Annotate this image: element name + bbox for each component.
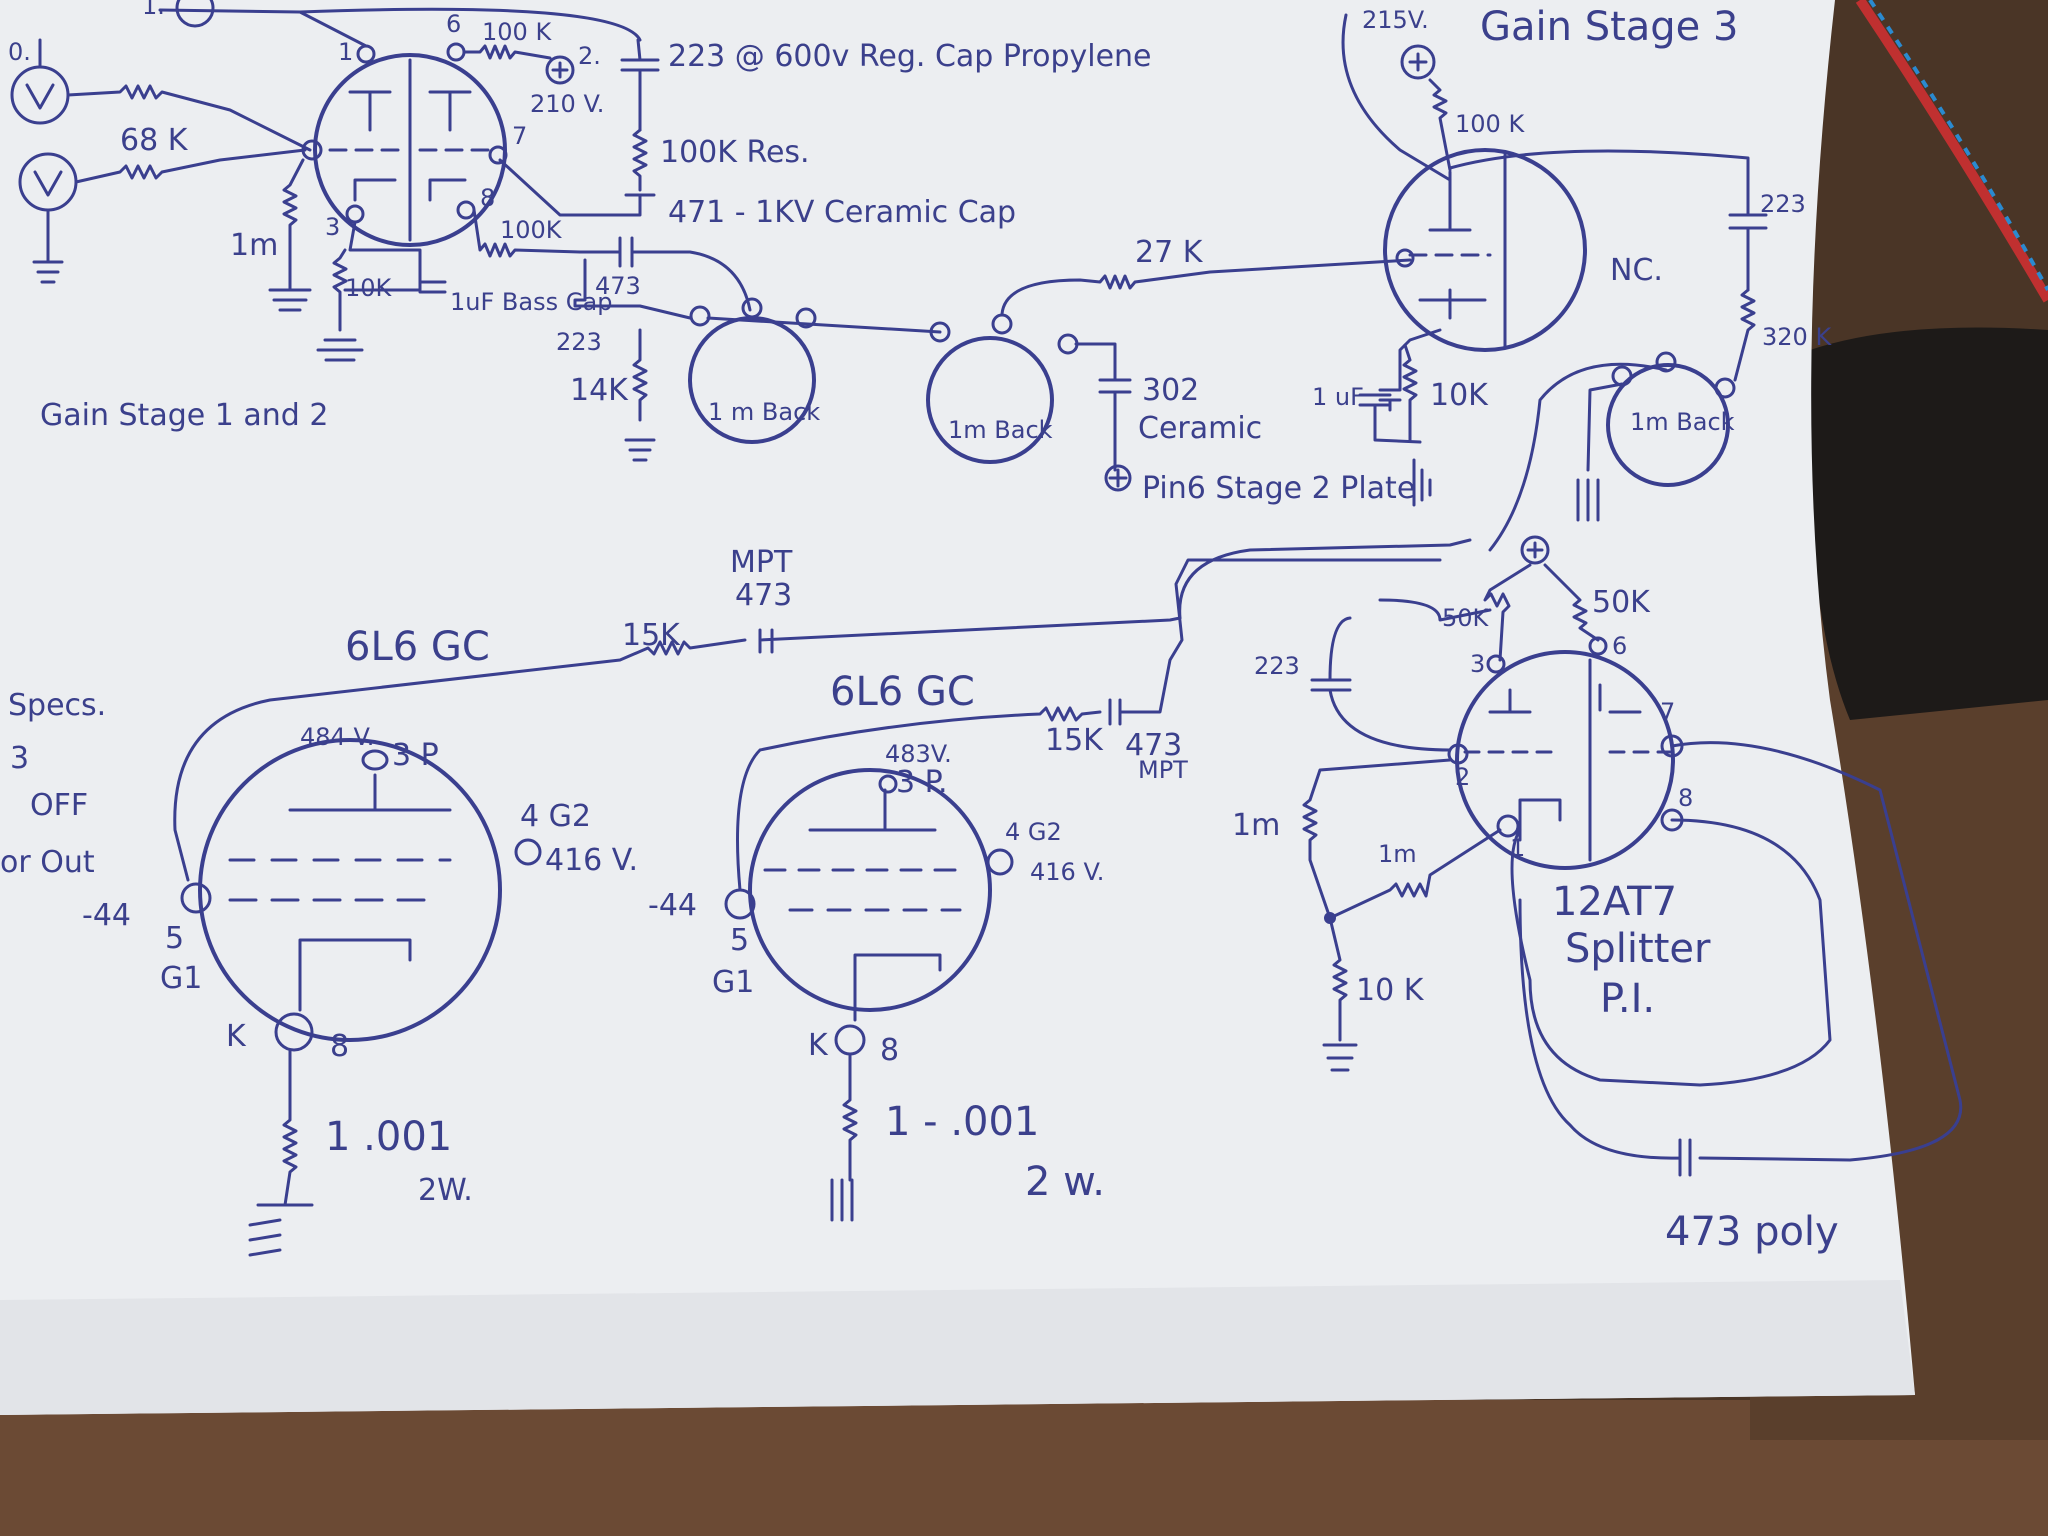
label-pin5-b: 5 bbox=[730, 923, 749, 958]
label-specs-off: OFF bbox=[30, 788, 88, 823]
label-50k-b: 50K bbox=[1592, 585, 1651, 620]
label-223-stage3: 223 bbox=[1760, 190, 1806, 218]
label-3p-b: 3 P. bbox=[896, 765, 948, 800]
label-68k: 68 K bbox=[120, 123, 189, 158]
label-cathode-b-w: 2 w. bbox=[1025, 1159, 1105, 1205]
label-pot-b: 1m Back bbox=[948, 416, 1053, 444]
label-g2-b: 4 G2 bbox=[1005, 818, 1062, 846]
label-specs: Specs. bbox=[8, 688, 106, 723]
label-416v-a: 416 V. bbox=[545, 843, 638, 878]
label-14k: 14K bbox=[570, 373, 629, 408]
power-section bbox=[173, 538, 1472, 1257]
label-pi-pin1: 1 bbox=[1510, 834, 1525, 862]
label-title: Gain Stage 1 and 2 bbox=[40, 398, 328, 433]
label-top-left-1: 1. bbox=[142, 0, 165, 20]
label-302: 302 bbox=[1142, 373, 1199, 408]
label-320k: 320 K bbox=[1762, 323, 1832, 351]
label-483v: 483V. bbox=[885, 740, 952, 768]
label-1uf-bass: 1uF Bass Cap bbox=[450, 288, 612, 316]
cable bbox=[1855, 0, 2048, 303]
label-1m-pi-b: 1m bbox=[1378, 840, 1417, 868]
label-g1-a: G1 bbox=[160, 961, 202, 996]
dark-object bbox=[1808, 327, 2048, 720]
label-pin5-a: 5 bbox=[165, 921, 184, 956]
label-neg44-b: -44 bbox=[648, 888, 697, 923]
label-g2-a: 4 G2 bbox=[520, 799, 591, 834]
label-top-left-0: 0. bbox=[8, 38, 31, 66]
label-416v-b: 416 V. bbox=[1030, 858, 1104, 886]
label-15k-a: 15K bbox=[622, 618, 681, 653]
label-8-a: 8 bbox=[330, 1029, 349, 1064]
label-100k-pin8: 100K bbox=[500, 216, 563, 244]
label-15k-b: 15K bbox=[1045, 723, 1104, 758]
label-pi-pin7: 7 bbox=[1660, 698, 1675, 726]
label-pin6: 6 bbox=[446, 10, 461, 38]
paper-sheet bbox=[0, 0, 1915, 1415]
label-471-note: 471 - 1KV Ceramic Cap bbox=[668, 195, 1016, 230]
label-100k-stage3: 100 K bbox=[1455, 110, 1525, 138]
label-gain-stage-3: Gain Stage 3 bbox=[1480, 4, 1738, 50]
label-10k-pi: 10 K bbox=[1356, 973, 1425, 1008]
label-pin1: 1 bbox=[338, 38, 353, 66]
label-223-a: 223 bbox=[556, 328, 602, 356]
label-k-b: K bbox=[808, 1028, 829, 1063]
wood-strip bbox=[0, 1400, 2048, 1536]
label-210v: 210 V. bbox=[530, 90, 604, 118]
label-215v: 215V. bbox=[1362, 6, 1429, 34]
label-223-note: 223 @ 600v Reg. Cap Propylene bbox=[668, 39, 1152, 74]
label-3p-a: 3 P bbox=[392, 738, 439, 773]
label-100k-pin6: 100 K bbox=[482, 18, 552, 46]
label-pot-c: 1m Back bbox=[1630, 408, 1735, 436]
label-pi-pin6: 6 bbox=[1612, 632, 1627, 660]
label-g1-b: G1 bbox=[712, 965, 754, 1000]
label-27k: 27 K bbox=[1135, 235, 1204, 270]
gain-stage-1-2 bbox=[10, 0, 1412, 492]
label-splitter-c: P.I. bbox=[1600, 976, 1655, 1022]
label-10k-stage3: 10K bbox=[1430, 378, 1489, 413]
label-pi-pin3: 3 bbox=[1470, 650, 1485, 678]
label-484v: 484 V. bbox=[300, 723, 374, 751]
label-pin2-top: 2. bbox=[578, 42, 601, 70]
label-pin6-stage2: Pin6 Stage 2 Plate bbox=[1142, 471, 1415, 506]
phase-inverter bbox=[1302, 535, 1963, 1177]
label-neg44-a: -44 bbox=[82, 898, 131, 933]
label-223-pi: 223 bbox=[1254, 652, 1300, 680]
label-50k-a: 50K bbox=[1442, 604, 1490, 632]
label-473-mpt: 473 bbox=[1125, 728, 1182, 763]
label-1uf-stage3: 1 uF bbox=[1312, 383, 1364, 411]
label-splitter-a: 12AT7 bbox=[1552, 879, 1677, 925]
gain-stage-3 bbox=[1341, 13, 1768, 552]
label-pi-pin2: 2 bbox=[1455, 763, 1470, 791]
label-k-a: K bbox=[226, 1019, 247, 1054]
label-473: 473 bbox=[595, 272, 641, 300]
label-1m-pi-a: 1m bbox=[1232, 808, 1280, 843]
labels: 1. 0. 68 K 1m 1 3 6 7 8 100 K 210 V. 2. … bbox=[0, 0, 1839, 1255]
label-specs-or-out: or Out bbox=[0, 845, 95, 880]
label-pi-pin8: 8 bbox=[1678, 784, 1693, 812]
label-10k: 10K bbox=[345, 274, 393, 302]
label-100k-res-note: 100K Res. bbox=[660, 135, 810, 170]
label-pin3: 3 bbox=[325, 213, 340, 241]
label-pin8: 8 bbox=[480, 184, 495, 212]
label-pin7: 7 bbox=[512, 122, 527, 150]
label-cathode-a: 1 .001 bbox=[325, 1114, 452, 1160]
label-6l6-a: 6L6 GC bbox=[345, 624, 490, 670]
label-nc: NC. bbox=[1610, 253, 1663, 288]
label-473-poly: 473 poly bbox=[1665, 1209, 1839, 1255]
label-specs-3: 3 bbox=[10, 741, 29, 776]
label-6l6-b: 6L6 GC bbox=[830, 669, 975, 715]
label-cathode-a-w: 2W. bbox=[418, 1173, 473, 1208]
label-mpt-top: MPT bbox=[730, 545, 793, 580]
label-1m-grid: 1m bbox=[230, 228, 278, 263]
label-splitter-b: Splitter bbox=[1565, 926, 1711, 972]
label-473-top: 473 bbox=[735, 578, 792, 613]
label-mpt-bottom: MPT bbox=[1138, 756, 1188, 784]
label-8-b: 8 bbox=[880, 1033, 899, 1068]
label-cathode-b: 1 - .001 bbox=[885, 1099, 1039, 1145]
label-ceramic: Ceramic bbox=[1138, 411, 1262, 446]
label-pot-a: 1 m Back bbox=[708, 398, 820, 426]
